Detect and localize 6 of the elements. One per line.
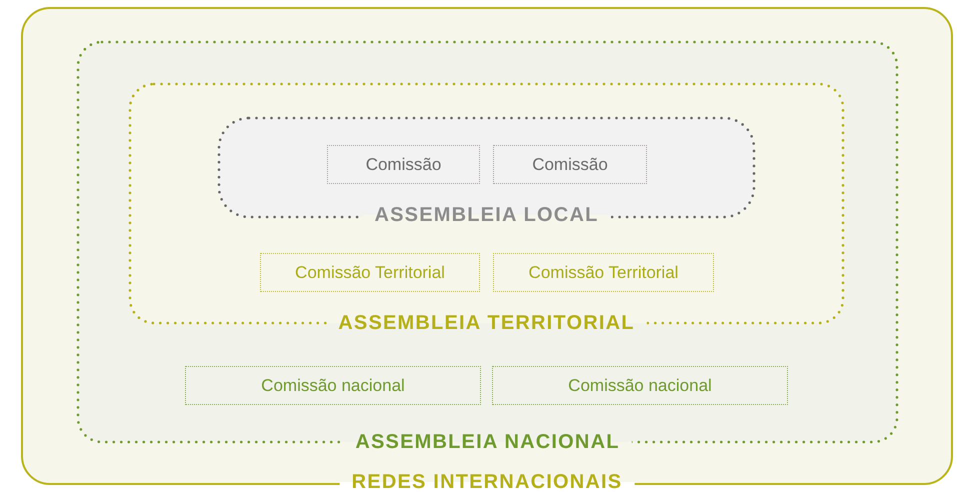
commission-box: Comissão [493, 145, 647, 184]
commission-box: Comissão nacional [185, 366, 481, 405]
commission-box: Comissão Territorial [260, 253, 480, 292]
commission-box: Comissão Territorial [493, 253, 714, 292]
commission-box: Comissão nacional [492, 366, 788, 405]
commission-box: Comissão [327, 145, 480, 184]
